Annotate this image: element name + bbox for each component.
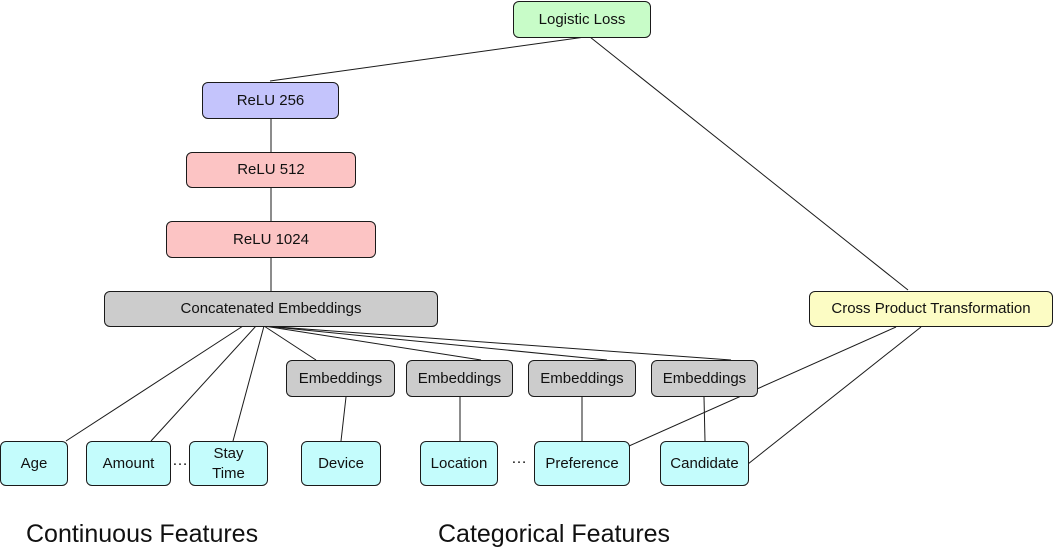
edge-amount-to-concat	[150, 325, 257, 442]
edge-staytime-to-concat	[232, 325, 265, 442]
feature-candidate-label: Candidate	[670, 454, 739, 472]
edge-preference-to-cross	[628, 326, 897, 447]
embeddings-node-3: Embeddings	[528, 360, 636, 397]
feature-preference-label: Preference	[545, 454, 619, 472]
embeddings-label-1: Embeddings	[298, 369, 383, 387]
concatenated-embeddings-node: Concatenated Embeddings	[104, 291, 438, 327]
edge-emb4-to-concat	[263, 325, 732, 361]
embeddings-label-4: Embeddings	[662, 369, 747, 387]
feature-device-label: Device	[318, 454, 364, 472]
embeddings-node-4: Embeddings	[651, 360, 758, 397]
feature-amount-label: Amount	[102, 454, 155, 472]
feature-device-node: Device	[301, 441, 381, 486]
feature-age-node: Age	[0, 441, 68, 486]
feature-age-label: Age	[20, 454, 48, 472]
feature-candidate-node: Candidate	[660, 441, 749, 486]
categorical-ellipsis: …	[511, 450, 528, 467]
relu-1024-node: ReLU 1024	[166, 221, 376, 258]
feature-location-node: Location	[420, 441, 498, 486]
embeddings-node-2: Embeddings	[406, 360, 513, 397]
feature-preference-node: Preference	[534, 441, 630, 486]
relu-256-node: ReLU 256	[202, 82, 339, 119]
feature-stay-time-label: Stay Time	[212, 445, 245, 482]
logistic-loss-node: Logistic Loss	[513, 1, 651, 38]
embeddings-label-3: Embeddings	[540, 369, 624, 387]
concatenated-embeddings-label: Concatenated Embeddings	[180, 300, 362, 318]
relu-512-label: ReLU 512	[237, 161, 305, 179]
edge-age-to-concat	[65, 325, 244, 442]
feature-location-label: Location	[430, 454, 488, 472]
feature-stay-time-node: Stay Time	[189, 441, 268, 486]
embeddings-node-1: Embeddings	[286, 360, 395, 397]
feature-amount-node: Amount	[86, 441, 171, 486]
cross-product-transformation-node: Cross Product Transformation	[809, 291, 1053, 327]
continuous-ellipsis: …	[172, 452, 189, 469]
relu-512-node: ReLU 512	[186, 152, 356, 188]
relu-1024-label: ReLU 1024	[233, 230, 309, 248]
edge-emb1-to-concat	[263, 325, 317, 361]
categorical-features-label: Categorical Features	[438, 520, 671, 548]
edge-candidate-to-emb4	[703, 396, 706, 442]
edge-cross-to-logistic	[589, 36, 909, 291]
continuous-features-label: Continuous Features	[26, 520, 259, 548]
logistic-loss-label: Logistic Loss	[538, 10, 626, 28]
edge-device-to-emb1	[340, 396, 347, 442]
edge-candidate-to-cross	[747, 326, 922, 465]
embeddings-label-2: Embeddings	[417, 369, 502, 387]
edge-emb3-to-concat	[263, 325, 608, 361]
edge-relu256-to-logistic	[269, 36, 586, 82]
cross-product-transformation-label: Cross Product Transformation	[831, 300, 1031, 318]
edge-emb2-to-concat	[263, 325, 482, 361]
relu-256-label: ReLU 256	[236, 91, 305, 109]
